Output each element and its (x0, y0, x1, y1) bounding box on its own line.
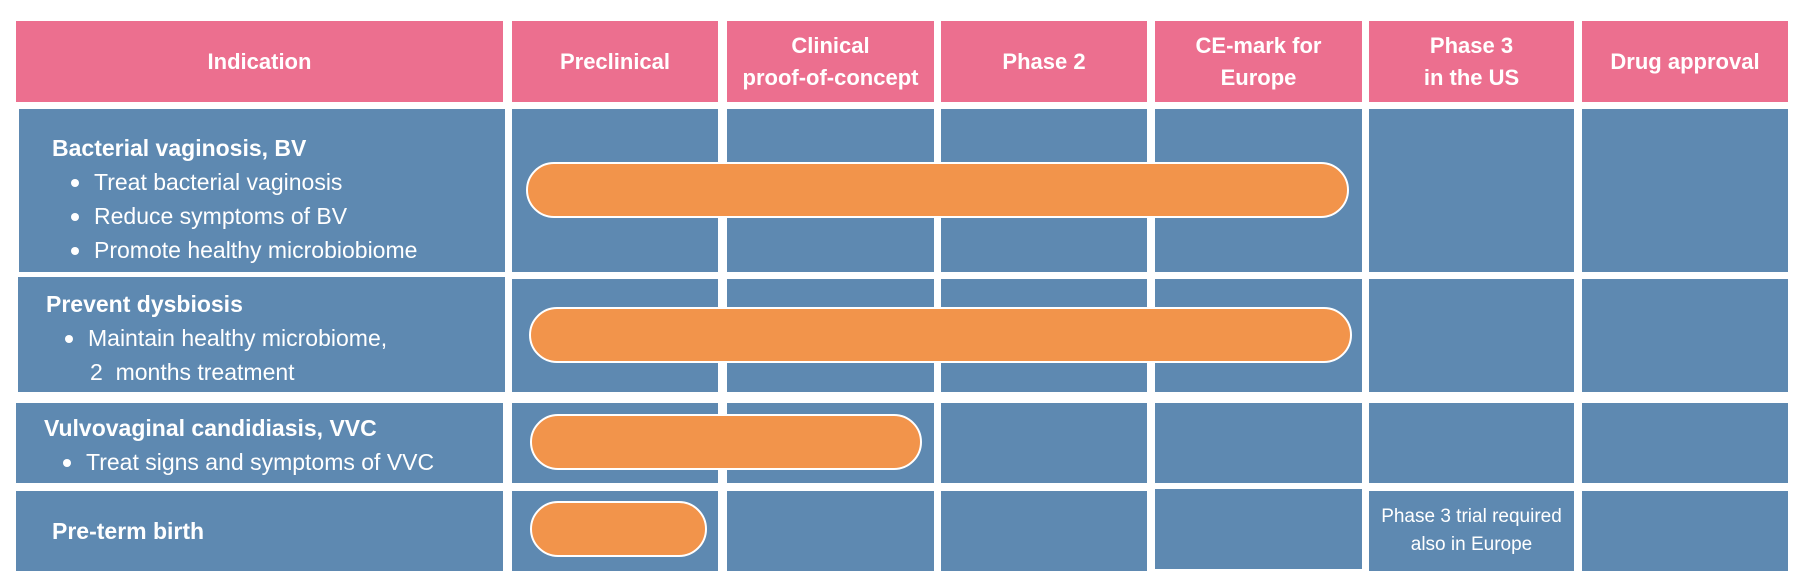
indication-prevent-dysbiosis: Prevent dysbiosis Maintain healthy micro… (18, 277, 505, 392)
stage-cell (1582, 109, 1788, 272)
stage-cell (1582, 279, 1788, 392)
stage-cell (941, 491, 1147, 571)
progress-bar-prevent-dysbiosis (529, 307, 1352, 363)
header-label: Phase 2 (1002, 48, 1086, 74)
indication-bullet: Reduce symptoms of BV (71, 199, 505, 233)
header-phase-3-us: Phase 3 in the US (1369, 21, 1574, 102)
progress-bar-pre-term-birth (530, 501, 707, 557)
indication-bullets: Maintain healthy microbiome, 2 months tr… (46, 321, 505, 389)
header-label: CE-mark for Europe (1195, 32, 1322, 90)
header-ce-mark: CE-mark for Europe (1155, 21, 1362, 102)
stage-cell (1582, 403, 1788, 483)
stage-cell-phase3-note: Phase 3 trial required also in Europe (1369, 491, 1574, 571)
header-phase-2: Phase 2 (941, 21, 1147, 102)
indication-bullet: Treat bacterial vaginosis (71, 165, 505, 199)
indication-bullets: Treat bacterial vaginosis Reduce symptom… (52, 165, 505, 267)
stage-cell (1369, 109, 1574, 272)
indication-pre-term-birth: Pre-term birth (16, 491, 503, 571)
indication-bullet-continuation: 2 months treatment (90, 359, 295, 385)
header-indication: Indication (16, 21, 503, 102)
indication-bacterial-vaginosis: Bacterial vaginosis, BV Treat bacterial … (19, 109, 505, 272)
header-label: Drug approval (1610, 48, 1760, 74)
stage-cell (1155, 489, 1362, 569)
phase3-note-text: Phase 3 trial required also in Europe (1381, 506, 1562, 555)
indication-title: Prevent dysbiosis (46, 291, 243, 317)
header-label: Indication (207, 48, 312, 74)
progress-bar-bacterial-vaginosis (526, 162, 1349, 218)
header-preclinical: Preclinical (512, 21, 718, 102)
header-label: Preclinical (559, 48, 671, 74)
stage-cell (1369, 279, 1574, 392)
header-clinical-poc: Clinical proof-of-concept (727, 21, 934, 102)
stage-cell (1369, 403, 1574, 483)
indication-bullet: Promote healthy microbiobiome (71, 233, 505, 267)
indication-title: Bacterial vaginosis, BV (52, 135, 307, 161)
header-drug-approval: Drug approval (1582, 21, 1788, 102)
header-label: Clinical proof-of-concept (742, 32, 919, 90)
indication-bullets: Treat signs and symptoms of VVC (44, 445, 503, 479)
stage-cell (1582, 491, 1788, 571)
progress-bar-vvc (530, 414, 922, 470)
stage-cell (1155, 403, 1362, 483)
indication-vvc: Vulvovaginal candidiasis, VVC Treat sign… (16, 403, 503, 483)
indication-title: Vulvovaginal candidiasis, VVC (44, 415, 377, 441)
header-label: Phase 3 in the US (1423, 32, 1520, 90)
indication-bullet: Maintain healthy microbiome, (65, 321, 505, 355)
indication-title: Pre-term birth (52, 518, 205, 544)
stage-cell (727, 491, 934, 571)
indication-bullet: Treat signs and symptoms of VVC (63, 445, 503, 479)
stage-cell (941, 403, 1147, 483)
